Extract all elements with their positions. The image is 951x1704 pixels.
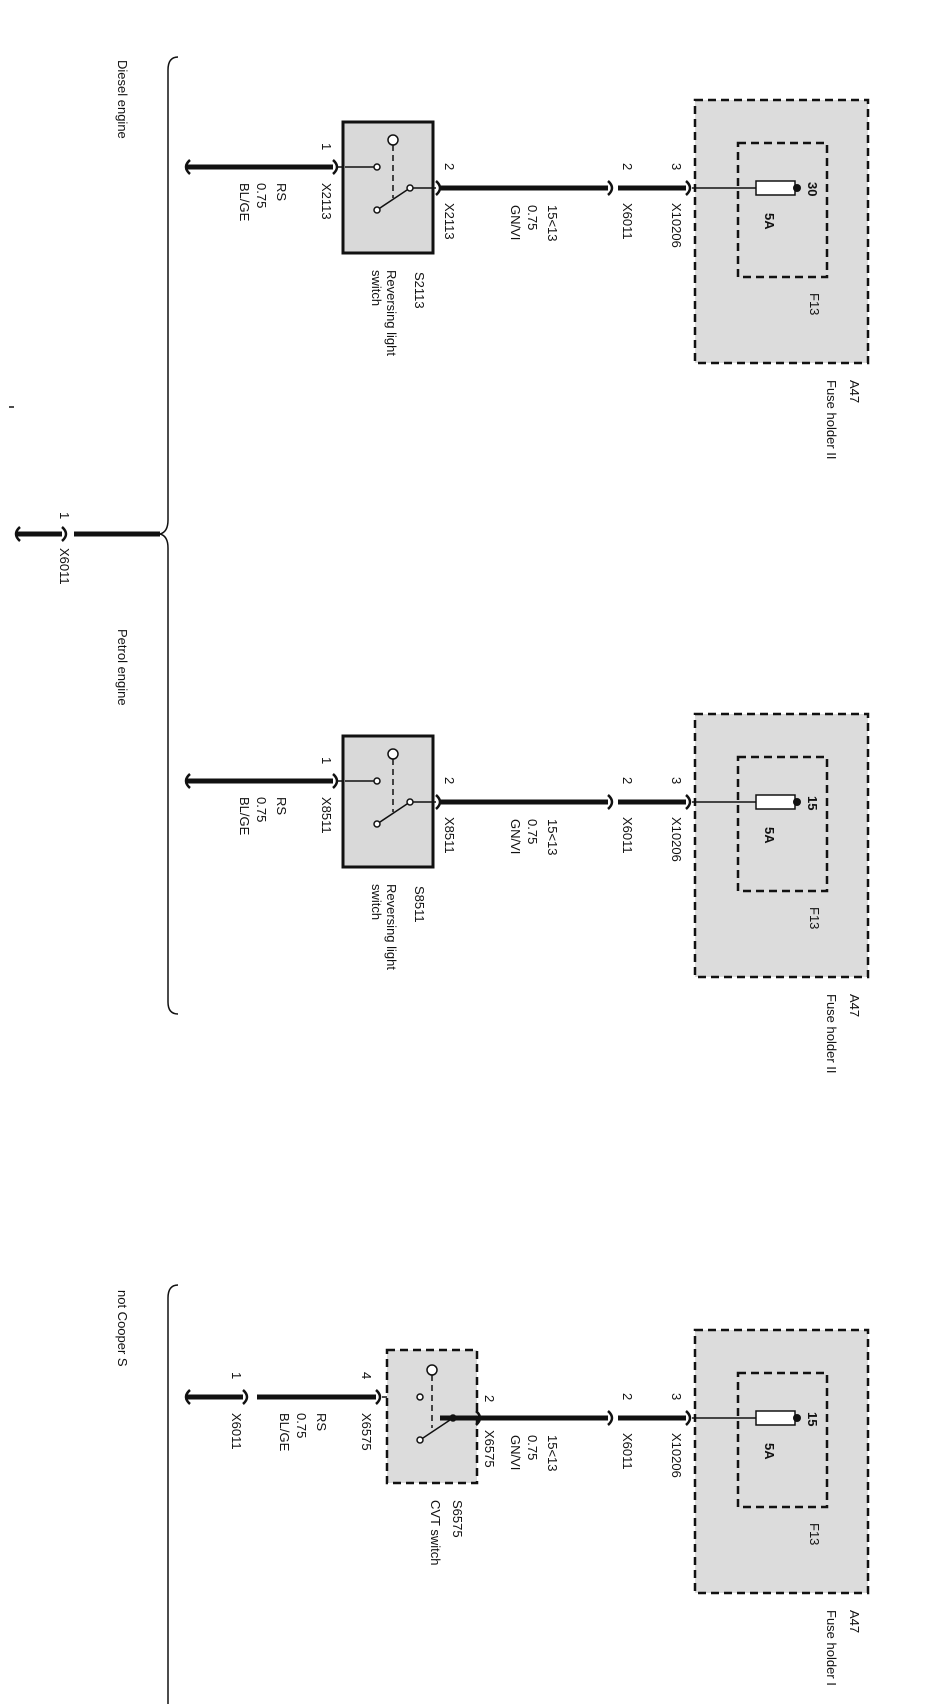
- pin-number: 1: [229, 1372, 244, 1379]
- wire-colors: GN/VI: [508, 205, 523, 240]
- wire-color-code: RS: [314, 1413, 329, 1431]
- wire-gauge: 0.75: [525, 819, 540, 844]
- fuse-holder-id: A47: [847, 380, 862, 403]
- fuse-rating: 5A: [762, 827, 777, 844]
- wire-circuit: 15<13: [545, 205, 560, 242]
- wire-colors: BL/GE: [277, 1413, 292, 1452]
- reversing-light-switch-circuit-petrol: 1 X8511 RS 0.75 BL/GE 2 X8511 S8511 Reve…: [184, 734, 457, 970]
- wire-color-code: RS: [274, 183, 289, 201]
- switch-id: S8511: [412, 886, 427, 923]
- connector-label: X10206: [669, 1433, 684, 1478]
- middle-connector-x6011: 1 X6011: [14, 512, 160, 585]
- fuse-rating: 5A: [762, 1443, 777, 1460]
- condition-bracket-not-cooper-s: [167, 1284, 179, 1704]
- condition-label-not-cooper-s: not Cooper S: [115, 1290, 130, 1367]
- pin-number: 1: [57, 512, 72, 519]
- wire-colors: GN/VI: [508, 819, 523, 854]
- connector-label: X6011: [229, 1413, 244, 1450]
- wire-gauge: 0.75: [525, 205, 540, 230]
- fuse-icon: [755, 1410, 796, 1426]
- fuse-holder-name: Fuse holder I: [824, 1610, 839, 1686]
- connector-label: X2113: [442, 203, 457, 240]
- pin-number: 4: [359, 1372, 374, 1379]
- fuse-rating: 5A: [762, 213, 777, 230]
- terminal-dot: [793, 184, 801, 192]
- pin-number: 2: [620, 1393, 635, 1400]
- wire-circuit: 15<13: [545, 1435, 560, 1472]
- fuse-id: F13: [807, 907, 822, 929]
- pin-number: 3: [669, 1393, 684, 1400]
- condition-label-petrol: Petrol engine: [115, 629, 130, 706]
- pin-number: 2: [620, 777, 635, 784]
- fuse-icon: [755, 180, 796, 196]
- connector-label: X8511: [319, 797, 334, 834]
- pin-number: 2: [442, 163, 457, 170]
- connector-label: X6011: [620, 203, 635, 240]
- pin-number: 2: [482, 1395, 497, 1402]
- wire-gauge: 0.75: [525, 1435, 540, 1460]
- wire-colors: GN/VI: [508, 1435, 523, 1470]
- fuse-terminal: 15: [805, 796, 820, 810]
- reversing-light-switch-circuit-diesel: 1 X2113 RS 0.75 BL/GE 2 X2113 S2113 Reve…: [184, 120, 457, 356]
- pin-number: 2: [620, 163, 635, 170]
- fuse-holder-name: Fuse holder II: [824, 380, 839, 460]
- switch-id: S6575: [450, 1500, 465, 1538]
- terminal-dot: [793, 1414, 801, 1422]
- fuse-holder-name: Fuse holder II: [824, 994, 839, 1074]
- fuse-terminal: 30: [805, 182, 820, 196]
- switch-name: Reversing light: [384, 884, 399, 970]
- pin-number: 3: [669, 777, 684, 784]
- fuse-terminal: 15: [805, 1412, 820, 1426]
- pin-number: 2: [442, 777, 457, 784]
- fuse-id: F13: [807, 293, 822, 315]
- fuse-holder-box: [693, 712, 870, 979]
- connector-label: X6011: [620, 817, 635, 854]
- pin-number: 1: [319, 143, 334, 150]
- switch-name: switch: [369, 884, 384, 920]
- fuse-box: [736, 141, 829, 279]
- wire-gauge: 0.75: [294, 1413, 309, 1438]
- connector-label: X2113: [319, 183, 334, 220]
- fuse-circuit-diesel: 15<13 0.75 GN/VI 2 X6011 3 X10206 30 5A …: [440, 98, 870, 460]
- switch-name: Reversing light: [384, 270, 399, 356]
- fuse-icon: [755, 794, 796, 810]
- fuse-holder-id: A47: [847, 994, 862, 1017]
- wire-colors: BL/GE: [237, 183, 252, 222]
- fuse-circuit-not-cooper-s: 15<13 0.75 GN/VI 2 X6011 3 X10206 15 5A …: [440, 1328, 870, 1686]
- fuse-holder-id: A47: [847, 1610, 862, 1633]
- connector-label: X8511: [442, 817, 457, 854]
- fuse-id: F13: [807, 1523, 822, 1545]
- wire-gauge: 0.75: [254, 183, 269, 208]
- switch-name: switch: [369, 270, 384, 306]
- wire-circuit: 15<13: [545, 819, 560, 856]
- condition-bracket-engine: [159, 56, 179, 1015]
- wire-color-code: RS: [274, 797, 289, 815]
- condition-label-diesel: Diesel engine: [115, 60, 130, 139]
- fuse-box: [736, 755, 829, 893]
- connector-label: X6011: [57, 548, 72, 585]
- fuse-box: [736, 1371, 829, 1509]
- wire-colors: BL/GE: [237, 797, 252, 836]
- wire-gauge: 0.75: [254, 797, 269, 822]
- fuse-holder-box: [693, 1328, 870, 1595]
- connector-label: X10206: [669, 203, 684, 248]
- switch-id: S2113: [412, 272, 427, 309]
- fuse-holder-box: [693, 98, 870, 365]
- terminal-dot: [793, 798, 801, 806]
- pin-number: 3: [669, 163, 684, 170]
- fuse-circuit-petrol: 15<13 0.75 GN/VI 2 X6011 3 X10206 15 5A …: [440, 712, 870, 1074]
- connector-label: X6575: [359, 1413, 374, 1451]
- pin-number: 1: [319, 757, 334, 764]
- connector-label: X10206: [669, 817, 684, 862]
- connector-label: X6575: [482, 1430, 497, 1468]
- connector-label: X6011: [620, 1433, 635, 1470]
- switch-name: CVT switch: [428, 1500, 443, 1566]
- cvt-switch-circuit: 1 X6011 RS 0.75 BL/GE 4 X6575 2 X6575 S6…: [184, 1348, 497, 1566]
